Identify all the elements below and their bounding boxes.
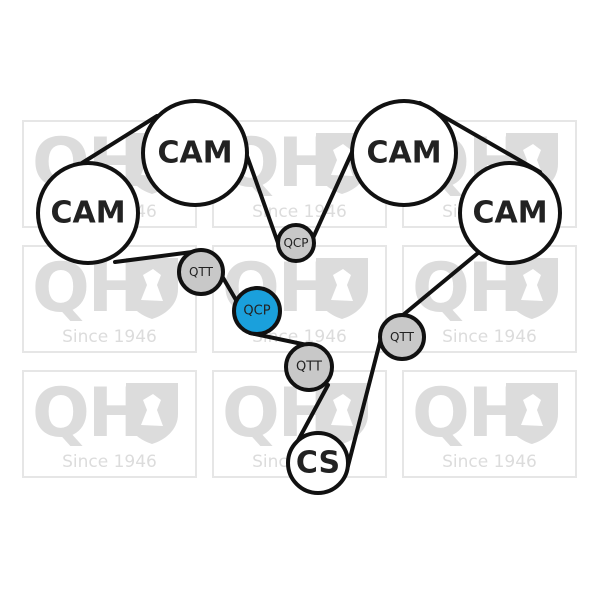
qtt-right-pulley [378,313,426,361]
cam-lower-left-label: CAM [50,195,126,231]
cam-upper-right-label: CAM [366,135,442,171]
shield-icon [316,258,368,319]
shield-icon [126,258,178,319]
watermark-logo: QH [32,374,145,453]
watermark-since: Since 1946 [252,327,347,347]
shield-icon [316,383,368,444]
cam-lower-left-pulley [36,161,140,265]
qtt-left-pulley [177,248,225,296]
belt-segment [401,251,480,317]
shield-icon [126,383,178,444]
shield-icon [506,258,558,319]
qtt-left-label: QTT [189,265,213,279]
belt-segment [346,336,383,468]
qcp-top-label: QCP [283,236,309,250]
qtt-right-label: QTT [390,330,414,344]
belt-segment [80,114,159,165]
cam-upper-left-pulley [141,99,249,207]
qtt-middle-label: QTT [296,359,322,375]
cam-lower-right-pulley [458,161,562,265]
watermark-logo: QH [412,374,525,453]
qtt-middle-pulley [284,342,334,392]
shield-icon [506,383,558,444]
watermark-since: Since 1946 [62,452,157,472]
crankshaft-pulley [286,431,350,495]
qcp-highlight-pulley [232,286,282,336]
cam-upper-right-pulley [350,99,458,207]
belt-segment [311,148,355,240]
watermark-since: Since 1946 [442,452,537,472]
watermark-since: Since 1946 [442,327,537,347]
belt-segment [220,274,238,302]
cam-lower-right-label: CAM [472,195,548,231]
cam-upper-left-label: CAM [157,135,233,171]
watermark-since: Since 1946 [62,327,157,347]
belt-segment [113,249,202,264]
crankshaft-label: CS [295,445,341,481]
belt-segment [244,151,280,245]
qcp-highlight-label: QCP [243,303,271,319]
qcp-top-pulley [276,223,316,263]
